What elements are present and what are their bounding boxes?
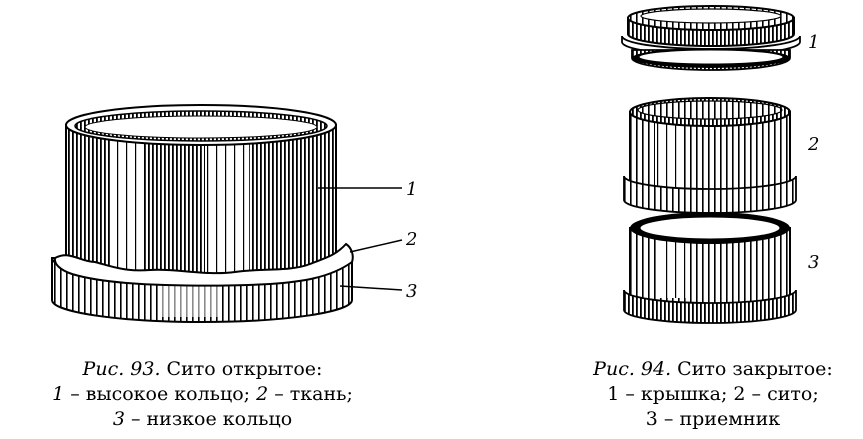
figure-ref: Рис. 94. (593, 358, 672, 380)
lid-1 (621, 5, 801, 71)
caption-part: 3 (112, 408, 125, 430)
caption-line-2: 1 – высокое кольцо; 2 – ткань; (0, 382, 405, 407)
fabric-2 (53, 242, 354, 287)
fig93-callout-3: 3 (406, 281, 417, 302)
sieve-2 (623, 97, 797, 214)
figure-ref: Рис. 93. (82, 358, 161, 380)
caption-title: Сито открытое: (160, 358, 323, 380)
fig94-callout-3: 3 (808, 252, 819, 273)
leader-line-2 (349, 239, 403, 253)
caption-line-1: Рис. 93. Сито открытое: (0, 357, 405, 382)
fig94-callout-1: 1 (808, 32, 819, 53)
fig93-callout-1: 1 (406, 179, 417, 200)
caption-title: Сито закрытое: (671, 358, 833, 380)
caption-line-3: 3 – низкое кольцо (0, 407, 405, 432)
caption-line-1: Рис. 94. Сито закрытое: (563, 357, 863, 382)
caption-part: 1 – крышка; 2 – сито; (607, 383, 819, 405)
high-ring-1 (65, 104, 337, 286)
caption-part: – низкое кольцо (124, 408, 293, 430)
receiver-3 (623, 212, 797, 324)
caption-part: – ткань; (268, 383, 353, 405)
fig93-callout-2: 2 (405, 229, 417, 250)
caption-line-3: 3 – приемник (563, 407, 863, 432)
caption-part: 1 (52, 383, 65, 405)
caption-part: 2 (256, 383, 269, 405)
caption-part: 3 – приемник (645, 408, 781, 430)
fig94-callout-2: 2 (807, 134, 819, 155)
figure-94-caption: Рис. 94. Сито закрытое: 1 – крышка; 2 – … (563, 357, 863, 432)
figure-93-open-sieve: 1 2 3 (51, 104, 417, 323)
figure-94-closed-sieve: 1 2 3 (621, 5, 819, 324)
caption-line-2: 1 – крышка; 2 – сито; (563, 382, 863, 407)
leader-line-3 (339, 285, 403, 291)
figure-93-caption: Рис. 93. Сито открытое: 1 – высокое коль… (0, 357, 405, 432)
caption-part: – высокое кольцо; (64, 383, 257, 405)
